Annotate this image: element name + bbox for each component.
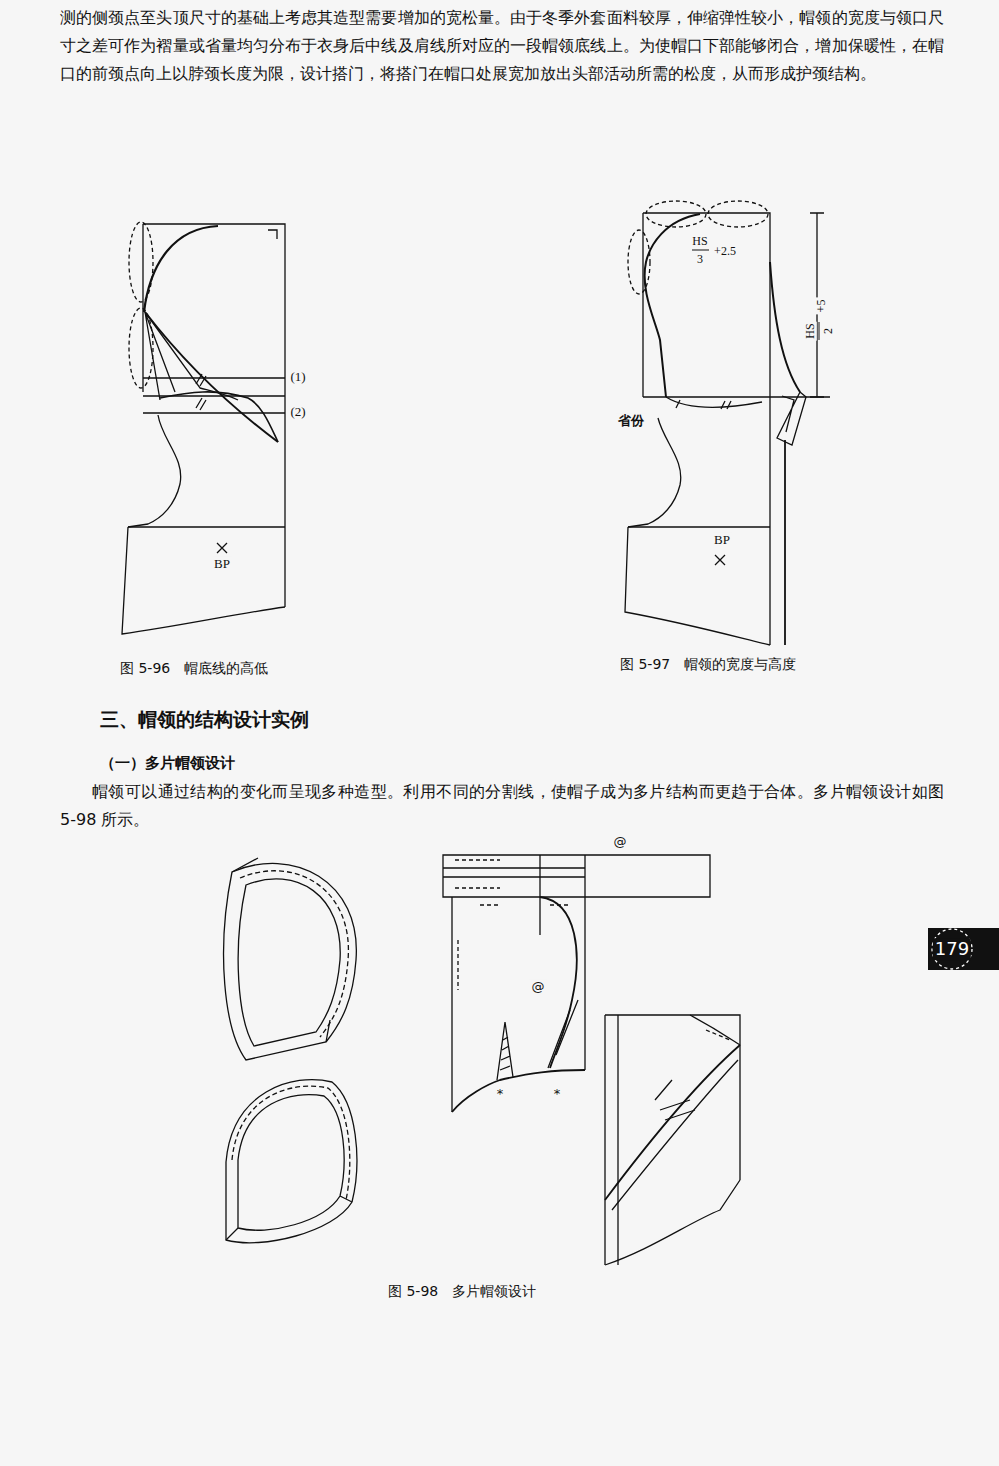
body-text: 帽领可以通过结构的变化而呈现多种造型。利用不同的分割线，使帽子成为多片结构而更趋… <box>60 778 944 834</box>
page-number: 179 <box>933 938 971 960</box>
mark-symbol: @ <box>614 834 627 850</box>
formula-part: HS <box>692 234 707 248</box>
mark-symbol: * <box>554 1086 561 1102</box>
point-label: BP <box>212 556 232 572</box>
figure-caption: 图 5-98 多片帽领设计 <box>388 1283 536 1300</box>
mark-symbol: * <box>497 1086 504 1102</box>
formula-part: +2.5 <box>714 244 736 258</box>
point-label: BP <box>712 532 732 548</box>
formula-part: +5 <box>814 298 828 315</box>
body-text: 测的侧颈点至头顶尺寸的基础上考虑其造型需要增加的宽松量。由于冬季外套面料较厚，伸… <box>60 4 944 88</box>
formula-part: 2 <box>821 328 835 334</box>
figure-caption: 图 5-97 帽领的宽度与高度 <box>620 656 796 673</box>
figure-caption: 图 5-96 帽底线的高低 <box>120 660 268 677</box>
formula-part: HS <box>803 321 817 340</box>
dart-label: 省份 <box>616 413 646 429</box>
mark-symbol: @ <box>530 979 547 995</box>
sub-heading: （一）多片帽领设计 <box>100 754 235 772</box>
section-heading: 三、帽领的结构设计实例 <box>100 708 309 731</box>
callout-number: (1) <box>290 369 305 385</box>
callout-number: (2) <box>290 404 305 420</box>
formula-part: 3 <box>697 252 703 266</box>
